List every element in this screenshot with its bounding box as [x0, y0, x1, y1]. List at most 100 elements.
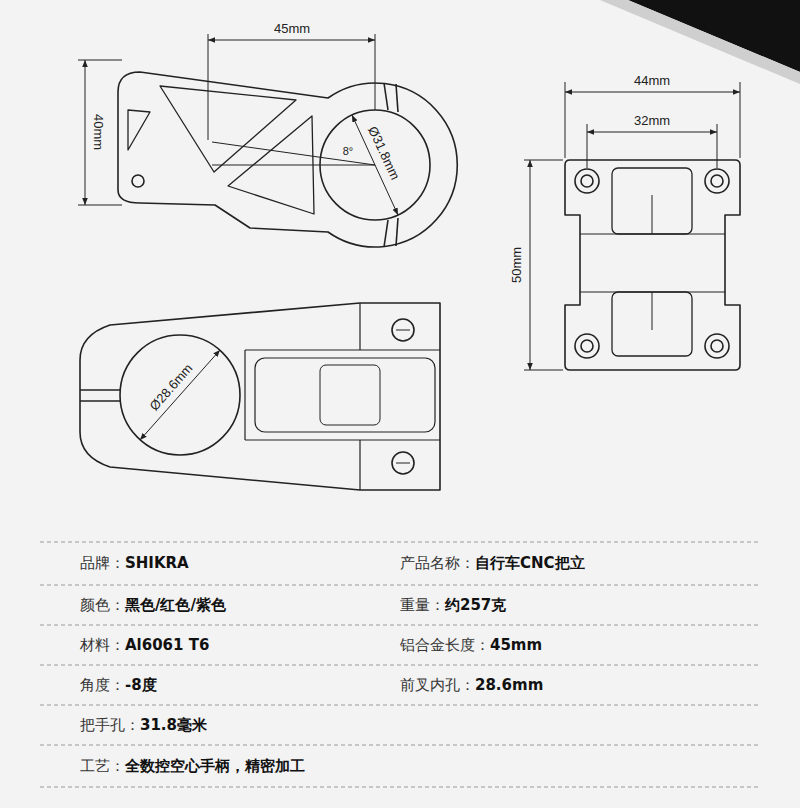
spec-cell: 工艺：全数控空心手柄，精密加工	[80, 757, 305, 775]
drawing-line	[80, 389, 121, 391]
drawing-line	[359, 440, 360, 490]
drawing-circle	[581, 175, 593, 187]
spec-key: 把手孔：	[80, 716, 140, 734]
drawing-line	[40, 625, 760, 626]
drawing-circle	[120, 335, 240, 455]
spec-key: 铝合金长度：	[400, 636, 490, 654]
spec-value: SHIKRA	[125, 554, 189, 572]
drawing-line	[580, 234, 725, 235]
drawing-circle	[132, 175, 144, 187]
drawing-line	[208, 40, 375, 41]
dimension-label: 32mm	[634, 114, 670, 127]
drawing-circle	[711, 340, 723, 352]
drawing-path	[80, 303, 440, 490]
front-dimensions	[524, 82, 740, 370]
drawing-circle	[705, 334, 729, 358]
drawing-line	[40, 745, 760, 746]
spec-key: 产品名称：	[400, 554, 475, 572]
spec-value: 自行车CNC把立	[475, 554, 585, 572]
drawing-line	[212, 142, 375, 165]
dimension-label: 50mm	[510, 247, 523, 283]
drawing-path	[128, 110, 150, 150]
drawing-circle	[705, 169, 729, 193]
drawing-line	[396, 330, 410, 331]
drawing-circle	[575, 334, 599, 358]
drawing-line	[384, 220, 388, 247]
drawing-circle	[575, 169, 599, 193]
drawing-line	[396, 463, 410, 464]
spec-key: 前叉内孔：	[400, 676, 475, 694]
drawing-line	[40, 705, 760, 706]
drawing-line	[40, 542, 760, 543]
drawing-line	[140, 350, 220, 440]
spec-cell: 铝合金长度：45mm	[400, 636, 542, 654]
spec-value: Al6061 T6	[125, 636, 209, 654]
drawing-line	[359, 303, 360, 350]
spec-key: 工艺：	[80, 757, 125, 775]
spec-cell: 颜色：黑色/红色/紫色	[80, 596, 226, 614]
dimension-label: Ø28.6mm	[147, 361, 194, 412]
drawing-line	[396, 218, 398, 246]
spec-key: 颜色：	[80, 596, 125, 614]
dimension-label: Ø31.8mm	[366, 124, 402, 181]
drawing-line	[530, 160, 531, 370]
drawing-line	[244, 350, 245, 440]
drawing-circle	[581, 340, 593, 352]
drawing-path	[118, 72, 457, 247]
bottom-view	[80, 303, 440, 490]
drawing-line	[40, 787, 760, 788]
spec-cell: 角度：-8度	[80, 676, 157, 694]
spec-cell: 品牌：SHIKRA	[80, 554, 189, 572]
drawing-circle	[392, 319, 414, 341]
drawing-line	[80, 400, 121, 402]
drawing-line	[40, 585, 760, 586]
dimension-label: 40mm	[92, 114, 105, 150]
drawing-circle	[392, 452, 414, 474]
drawing-path	[160, 86, 296, 172]
drawing-rect	[320, 365, 380, 425]
corner-edge	[600, 0, 800, 84]
drawing-line	[85, 60, 86, 205]
table-dividers	[40, 542, 760, 787]
drawing-line	[652, 195, 653, 234]
drawing-line	[245, 349, 440, 350]
drawing-rect	[255, 358, 435, 432]
drawing-line	[384, 83, 388, 110]
side-dimensions	[78, 34, 398, 215]
front-view	[565, 160, 740, 370]
drawing-line	[375, 34, 376, 110]
drawing-line	[652, 292, 653, 330]
dimension-label: 45mm	[274, 22, 310, 35]
spec-cell: 产品名称：自行车CNC把立	[400, 554, 585, 572]
spec-key: 角度：	[80, 676, 125, 694]
spec-cell: 把手孔：31.8毫米	[80, 716, 207, 734]
spec-value: 黑色/红色/紫色	[125, 596, 226, 614]
spec-value: 约257克	[445, 596, 506, 614]
spec-cell: 前叉内孔：28.6mm	[400, 676, 543, 694]
drawing-line	[245, 439, 440, 440]
drawing-line	[565, 82, 566, 158]
drawing-line	[208, 34, 209, 140]
spec-cell: 材料：Al6061 T6	[80, 636, 209, 654]
spec-value: 31.8毫米	[140, 716, 207, 734]
drawing-circle	[711, 175, 723, 187]
dimension-label: 8°	[343, 146, 354, 157]
dimension-label: 44mm	[634, 74, 670, 87]
spec-cell: 重量：约257克	[400, 596, 506, 614]
drawing-line	[565, 92, 740, 93]
drawing-line	[717, 124, 718, 168]
spec-key: 品牌：	[80, 554, 125, 572]
spec-value: -8度	[125, 676, 157, 694]
drawing-path	[565, 160, 740, 370]
drawing-line	[40, 665, 760, 666]
drawing-line	[212, 165, 375, 166]
spec-value: 45mm	[490, 636, 542, 654]
bottom-dimension	[140, 350, 220, 440]
spec-value: 全数控空心手柄，精密加工	[125, 757, 305, 775]
drawing-rect	[612, 168, 692, 234]
drawing-line	[396, 84, 398, 112]
spec-value: 28.6mm	[475, 676, 543, 694]
spec-key: 重量：	[400, 596, 445, 614]
side-view	[118, 72, 457, 247]
